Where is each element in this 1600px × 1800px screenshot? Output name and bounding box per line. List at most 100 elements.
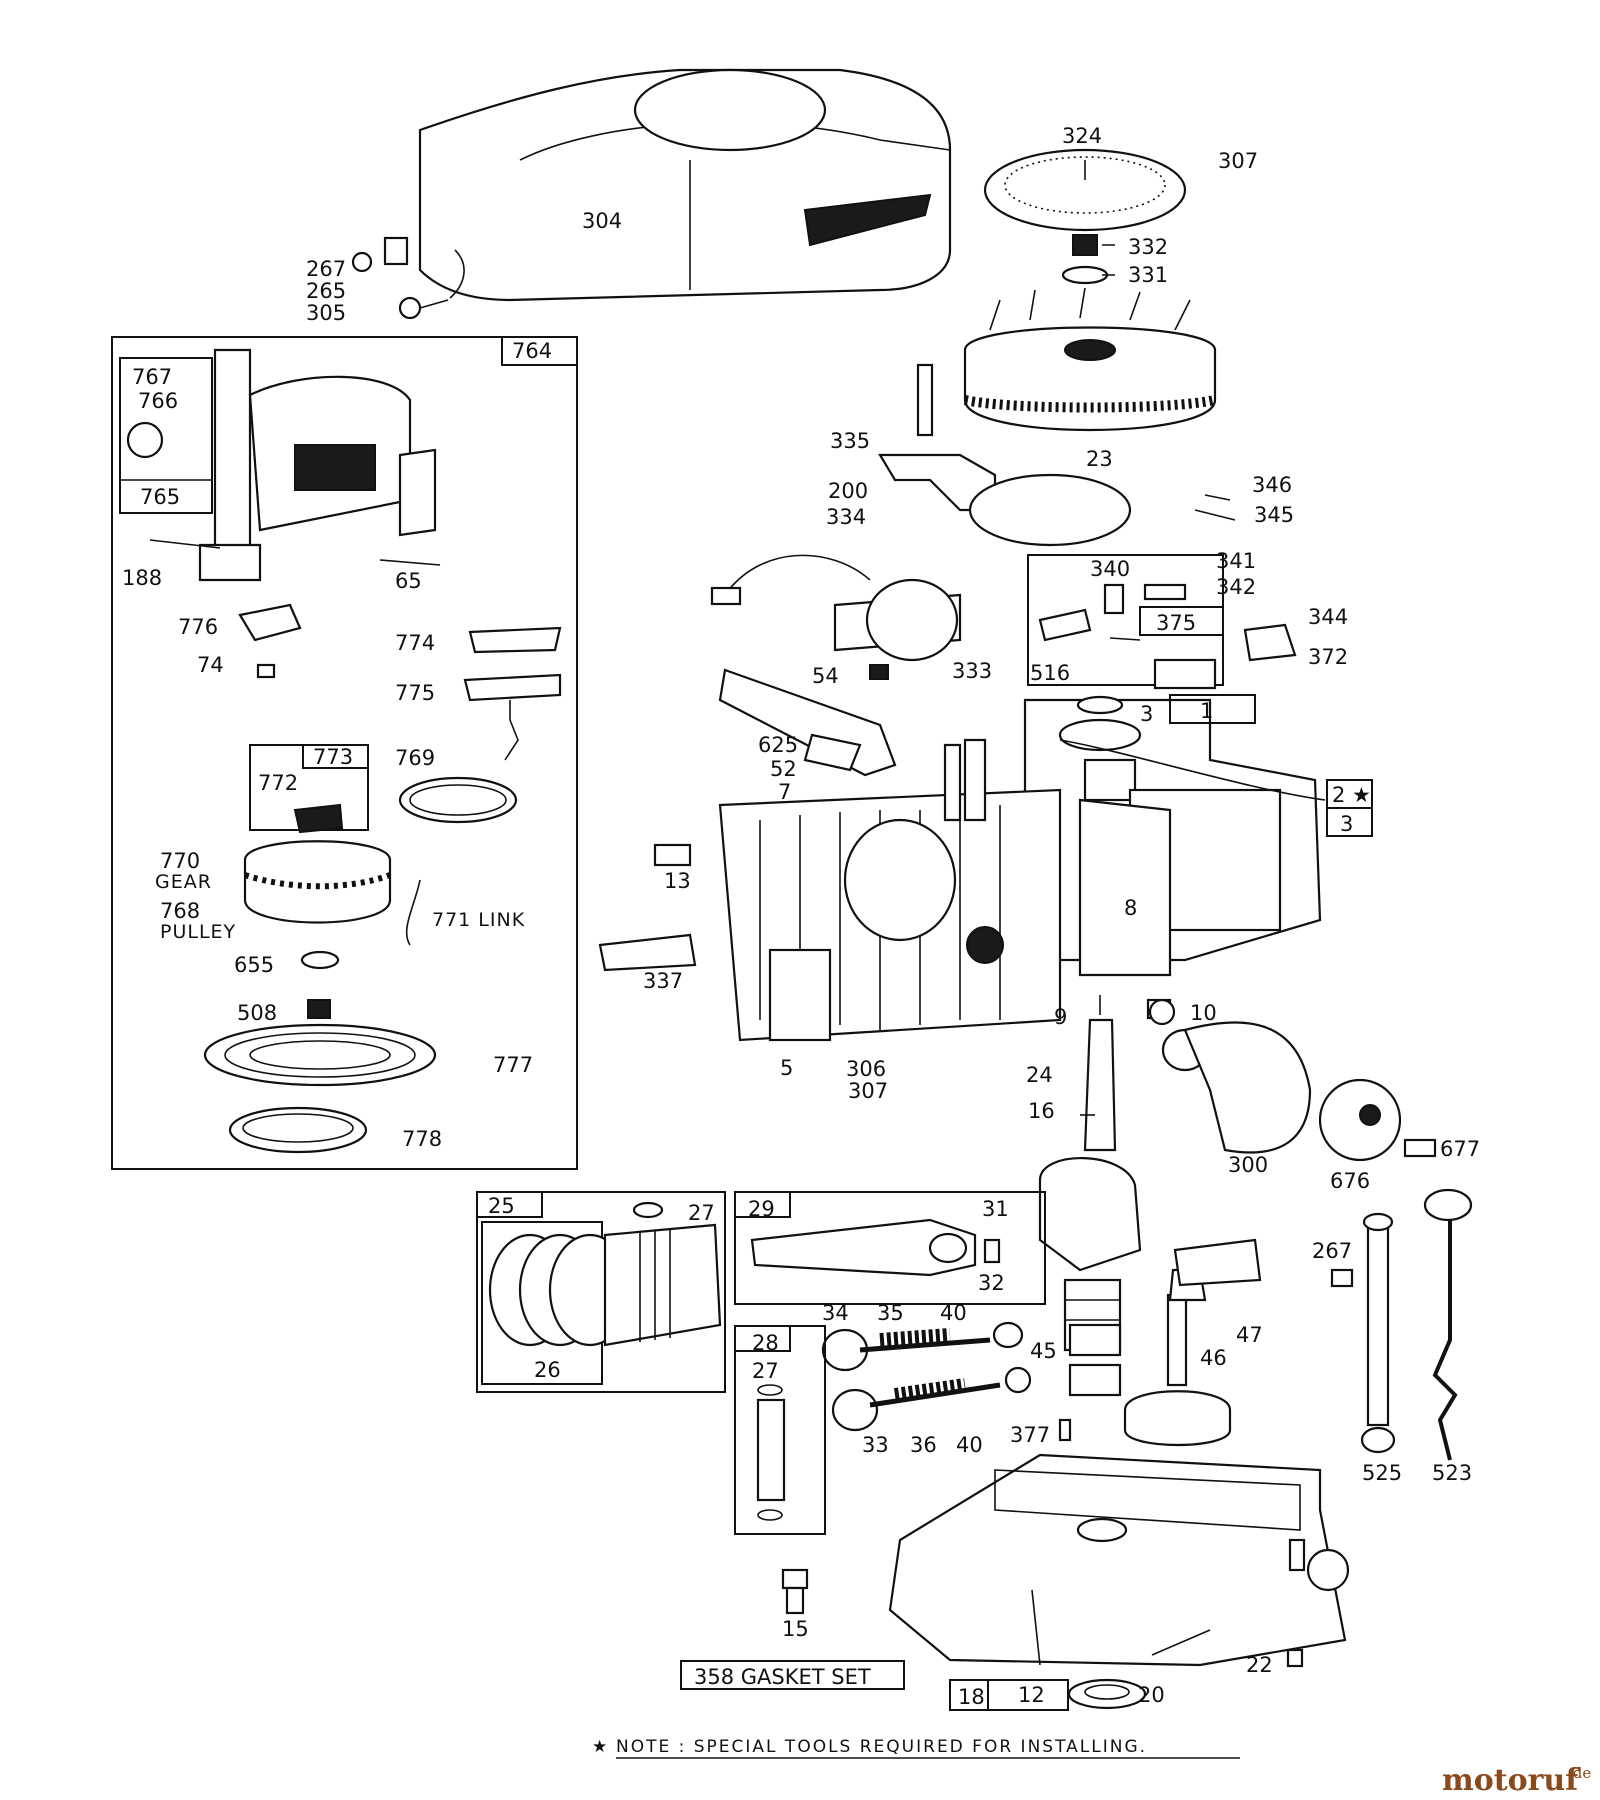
- label-525: 525: [1362, 1461, 1402, 1485]
- gasket-set-box: [680, 1660, 1069, 1711]
- label-15: 15: [782, 1617, 809, 1641]
- blower-housing: [418, 68, 952, 302]
- flywheel: [963, 234, 1217, 432]
- box-25-piston: [476, 1191, 726, 1393]
- label-47: 47: [1236, 1323, 1263, 1347]
- cylinder-block: [1023, 695, 1322, 977]
- label-769: 769: [395, 746, 435, 770]
- label-52: 52: [770, 757, 797, 781]
- label-768: 768: [160, 899, 200, 923]
- label-12: 12: [1018, 1683, 1045, 1707]
- label-772: 772: [258, 771, 298, 795]
- watermark-name: motoruf: [1442, 1763, 1580, 1798]
- label-13: 13: [664, 869, 691, 893]
- valves-and-springs: [821, 1321, 1032, 1432]
- footnote-star: ★: [592, 1737, 609, 1757]
- label-23: 23: [1086, 447, 1113, 471]
- label-625: 625: [758, 733, 798, 757]
- bracket-and-armature: [710, 363, 1132, 680]
- label-25: 25: [488, 1194, 515, 1218]
- label-27-a: 27: [688, 1201, 715, 1225]
- label-375: 375: [1156, 611, 1196, 635]
- label-22: 22: [1246, 1653, 1273, 1677]
- label-771-link: 771 LINK: [432, 909, 525, 931]
- air-cleaner: [1161, 1021, 1437, 1162]
- label-676: 676: [1330, 1169, 1370, 1193]
- label-523: 523: [1432, 1461, 1472, 1485]
- label-775: 775: [395, 681, 435, 705]
- watermark-suffix: .de: [1568, 1764, 1591, 1782]
- footnote: ★ NOTE : SPECIAL TOOLS REQUIRED FOR INST…: [592, 1737, 1240, 1759]
- label-10: 10: [1190, 1001, 1217, 1025]
- label-306: 306: [846, 1057, 886, 1081]
- label-40-b: 40: [956, 1433, 983, 1457]
- label-324: 324: [1062, 124, 1102, 148]
- label-24: 24: [1026, 1063, 1053, 1087]
- screw-267-265-305: [351, 236, 465, 320]
- label-773: 773: [313, 745, 353, 769]
- label-776: 776: [178, 615, 218, 639]
- label-265: 265: [306, 279, 346, 303]
- label-32: 32: [978, 1271, 1005, 1295]
- label-3-top: 3: [1140, 702, 1153, 726]
- label-20: 20: [1138, 1683, 1165, 1707]
- label-29: 29: [748, 1197, 775, 1221]
- label-74: 74: [197, 653, 224, 677]
- label-340: 340: [1090, 557, 1130, 581]
- label-40-a: 40: [940, 1301, 967, 1325]
- label-305: 305: [306, 301, 346, 325]
- label-332: 332: [1128, 235, 1168, 259]
- label-267-b: 267: [1312, 1239, 1352, 1263]
- label-307: 307: [1218, 149, 1258, 173]
- label-304: 304: [582, 209, 622, 233]
- label-345: 345: [1254, 503, 1294, 527]
- label-188: 188: [122, 566, 162, 590]
- carburetor-parts: [598, 668, 1176, 1026]
- label-36: 36: [910, 1433, 937, 1457]
- label-341: 341: [1216, 549, 1256, 573]
- label-45: 45: [1030, 1339, 1057, 1363]
- label-508: 508: [237, 1001, 277, 1025]
- label-gear: GEAR: [155, 871, 212, 893]
- label-267: 267: [306, 257, 346, 281]
- label-1: 1: [1200, 699, 1213, 723]
- label-35: 35: [877, 1301, 904, 1325]
- starter-handle: [463, 626, 562, 761]
- label-377: 377: [1010, 1423, 1050, 1447]
- label-9: 9: [1054, 1005, 1067, 1029]
- box-29-connecting-rod: [734, 1191, 1046, 1305]
- label-346: 346: [1252, 473, 1292, 497]
- label-65: 65: [395, 569, 422, 593]
- cylinder-head: [718, 738, 1062, 1042]
- label-516: 516: [1030, 661, 1070, 685]
- label-777: 777: [493, 1053, 533, 1077]
- box-773-starter-pulley: [243, 744, 518, 946]
- part-boxes: [1169, 694, 1373, 837]
- label-46: 46: [1200, 1346, 1227, 1370]
- label-16: 16: [1028, 1099, 1055, 1123]
- label-26: 26: [534, 1358, 561, 1382]
- label-358-gasket-set: 358 GASKET SET: [694, 1665, 871, 1689]
- label-333: 333: [952, 659, 992, 683]
- crankcase-sump: [888, 1453, 1350, 1710]
- label-767: 767: [132, 365, 172, 389]
- label-pulley: PULLEY: [160, 921, 236, 943]
- label-8: 8: [1124, 896, 1137, 920]
- box-28-wrist-pin: [734, 1325, 826, 1535]
- label-28: 28: [752, 1331, 779, 1355]
- label-200: 200: [828, 479, 868, 503]
- label-677: 677: [1440, 1137, 1480, 1161]
- leader-lines: [1031, 160, 1326, 1666]
- label-33: 33: [862, 1433, 889, 1457]
- label-344: 344: [1308, 605, 1348, 629]
- label-7: 7: [778, 780, 791, 804]
- box-764: [111, 336, 578, 1170]
- label-335: 335: [830, 429, 870, 453]
- label-372: 372: [1308, 645, 1348, 669]
- label-766: 766: [138, 389, 178, 413]
- box-375-breaker: [1027, 554, 1297, 690]
- label-54: 54: [812, 664, 839, 688]
- watermark-logo: motoruf .de: [1442, 1763, 1591, 1798]
